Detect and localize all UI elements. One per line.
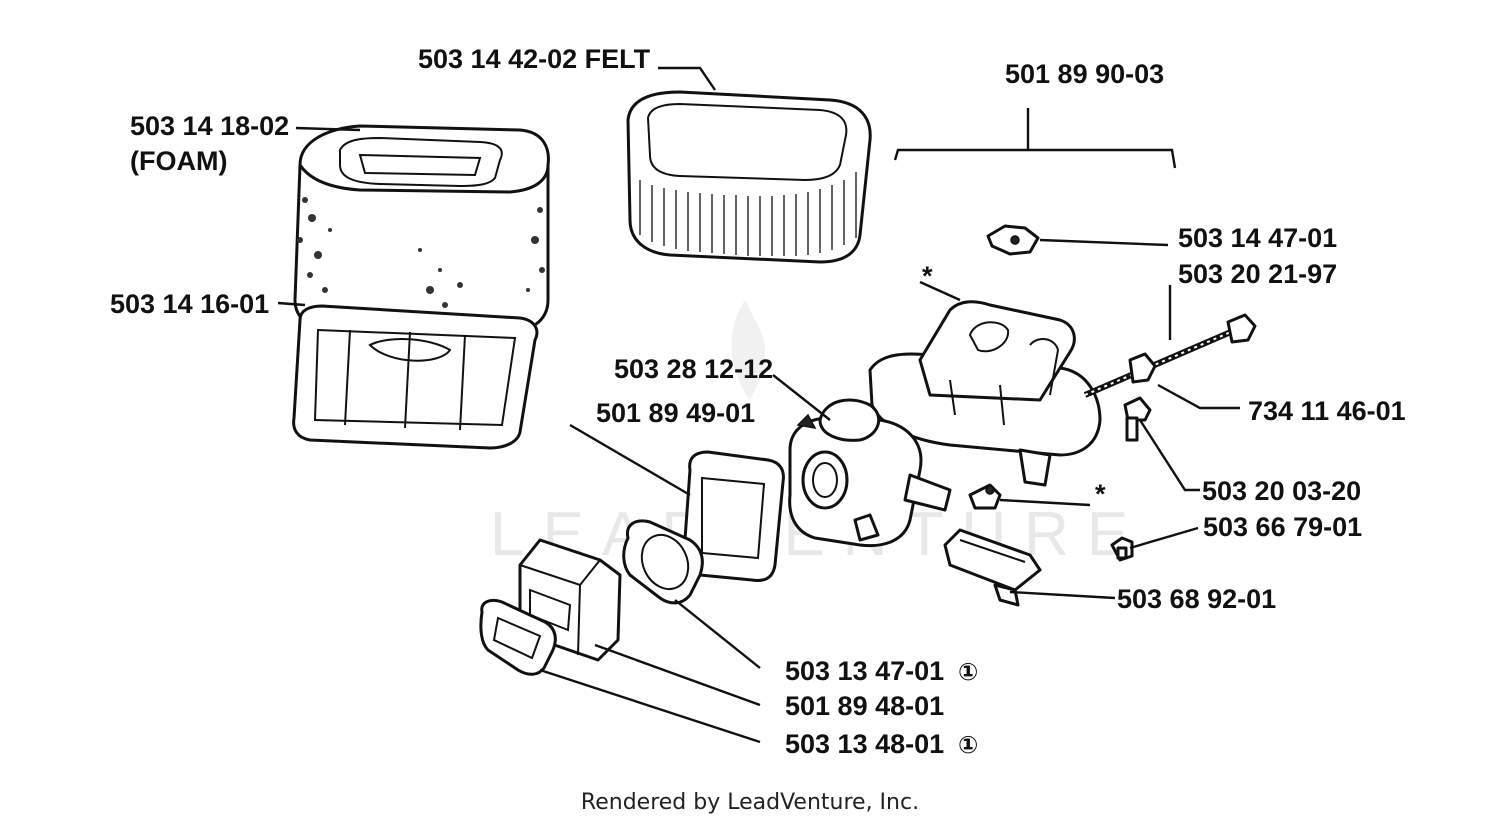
label-gasket-rect: 501 89 49-01 — [596, 398, 755, 428]
long-bolt — [1083, 313, 1257, 398]
label-gasket-round-mark: ① — [958, 659, 978, 686]
choke-pin — [968, 483, 1002, 510]
small-gasket — [986, 224, 1040, 256]
label-bracket: 503 68 92-01 — [1117, 584, 1276, 614]
label-gasket-bottom-mark: ① — [958, 732, 978, 759]
label-gasket-round: 503 13 47-01 — [785, 656, 944, 686]
foam-filter — [293, 124, 550, 334]
label-screw: 503 20 03-20 — [1202, 476, 1361, 506]
intake-housing — [868, 300, 1102, 487]
leader-lines — [277, 66, 1240, 744]
label-felt: 503 14 42-02 FELT — [418, 44, 651, 74]
carburetor — [788, 398, 952, 548]
part-labels: 503 14 42-02 FELT 503 14 18-02 (FOAM) 50… — [110, 44, 1406, 759]
plug — [1110, 536, 1134, 562]
throttle-bracket — [943, 528, 1042, 607]
label-carb: 503 28 12-12 — [614, 354, 773, 384]
felt-filter — [626, 90, 872, 264]
label-gasket-bottom: 503 13 48-01 — [785, 729, 944, 759]
footer-credit: Rendered by LeadVenture, Inc. — [580, 790, 920, 815]
short-screw — [1123, 396, 1152, 442]
label-plug: 503 66 79-01 — [1203, 512, 1362, 542]
label-gasket-top: 503 14 47-01 — [1178, 223, 1337, 253]
asterisk-right: * — [1095, 479, 1106, 509]
label-foam-part: 503 14 18-02 — [130, 111, 289, 141]
label-assembly: 501 89 90-03 — [1005, 59, 1164, 89]
label-insulator: 501 89 48-01 — [785, 691, 944, 721]
label-foam-note: (FOAM) — [130, 146, 227, 176]
filter-frame — [292, 304, 539, 450]
round-gasket — [622, 519, 704, 605]
bottom-gasket — [479, 598, 557, 676]
label-frame: 503 14 16-01 — [110, 289, 269, 319]
label-nut: 734 11 46-01 — [1248, 396, 1406, 426]
watermark-flame-icon — [731, 300, 765, 400]
asterisk-top: * — [922, 261, 933, 291]
label-bolt: 503 20 21-97 — [1178, 259, 1337, 289]
